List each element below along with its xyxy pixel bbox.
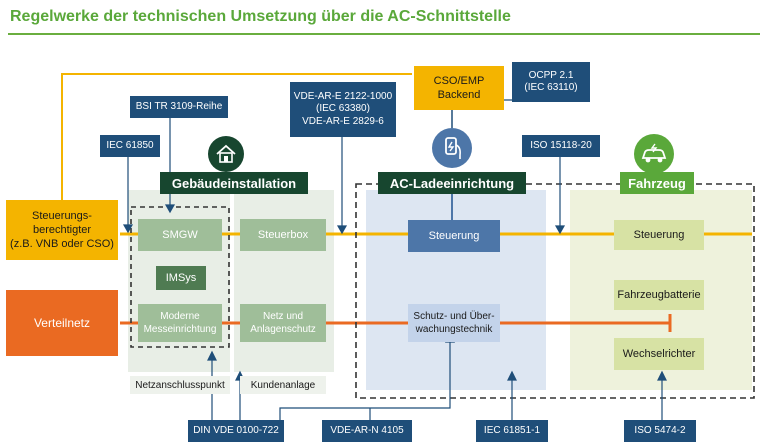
cso-line2: Backend — [437, 89, 481, 101]
steuerung-line1: Steuerungs- — [32, 209, 92, 222]
moderne-line2: Messeinrichtung — [143, 324, 217, 335]
node-fahrzeugbatterie: Fahrzeugbatterie — [614, 280, 704, 310]
control-line-top — [61, 73, 412, 200]
moderne-line1: Moderne — [160, 311, 200, 322]
cso-emp-backend: CSO/EMP Backend — [414, 66, 504, 110]
netz-line1: Netz und — [262, 311, 304, 322]
node-netz-anlagenschutz: Netz und Anlagenschutz — [240, 304, 326, 342]
node-steuerbox: Steuerbox — [240, 219, 326, 251]
node-ac-steuerung: Steuerung — [408, 220, 500, 252]
label-netzanschlusspunkt: Netzanschlusspunkt — [130, 376, 230, 394]
page-title: Regelwerke der technischen Umsetzung übe… — [10, 8, 511, 25]
zone-label-fahrzeug: Fahrzeug — [620, 172, 694, 194]
ac-fahrzeug-dashed-frame — [355, 183, 755, 399]
steuerung-line2: berechtigter — [32, 223, 92, 236]
vde2122-line3: VDE-AR-E 2829-6 — [302, 115, 384, 127]
node-schutz-ueberwachung: Schutz- und Über- wachungstechnik — [408, 304, 500, 342]
node-moderne-messeinrichtung: Moderne Messeinrichtung — [138, 304, 222, 342]
standard-vde-ar-e-2122: VDE-AR-E 2122-1000 (IEC 63380) VDE-AR-E … — [290, 82, 396, 137]
node-imsys: IMSys — [156, 266, 206, 290]
standard-iec-61851-1: IEC 61851-1 — [476, 420, 548, 442]
node-wechselrichter: Wechselrichter — [614, 338, 704, 370]
schutz-line1: Schutz- und Über- — [413, 311, 495, 322]
zone-label-gebaeude: Gebäudeinstallation — [160, 172, 308, 194]
charging-plug-icon — [432, 128, 472, 168]
standard-iso-15118: ISO 15118-20 — [522, 135, 600, 157]
smgw-dashed-frame — [130, 206, 230, 348]
standard-vde-ar-n-4105: VDE-AR-N 4105 — [322, 420, 412, 442]
vde2122-line2: (IEC 63380) — [316, 103, 370, 115]
ocpp-line1: OCPP 2.1 — [528, 69, 574, 81]
standard-din-vde-0100-722: DIN VDE 0100-722 — [188, 420, 284, 442]
electric-car-icon — [634, 134, 674, 174]
house-icon — [208, 136, 244, 172]
steuerungsberechtigter: Steuerungs- berechtigter (z.B. VNB oder … — [6, 200, 118, 260]
standard-iso-5474-2: ISO 5474-2 — [624, 420, 696, 442]
node-fz-steuerung: Steuerung — [614, 220, 704, 250]
standard-bsi-tr-3109: BSI TR 3109-Reihe — [130, 96, 228, 118]
vde2122-line1: VDE-AR-E 2122-1000 — [293, 90, 393, 102]
schutz-line2: wachungstechnik — [415, 324, 493, 335]
standard-ocpp: OCPP 2.1 (IEC 63110) — [512, 62, 590, 102]
zone-label-ac: AC-Ladeeinrichtung — [378, 172, 526, 194]
node-smgw: SMGW — [138, 219, 222, 251]
title-divider — [8, 33, 760, 35]
standard-iec-61850: IEC 61850 — [100, 135, 160, 157]
verteilnetz: Verteilnetz — [6, 290, 118, 356]
label-kundenanlage: Kundenanlage — [240, 376, 326, 394]
ocpp-line2: (IEC 63110) — [524, 82, 578, 93]
cso-line1: CSO/EMP — [433, 74, 485, 87]
steuerung-line3: (z.B. VNB oder CSO) — [10, 238, 114, 251]
netz-line2: Anlagenschutz — [250, 324, 316, 335]
